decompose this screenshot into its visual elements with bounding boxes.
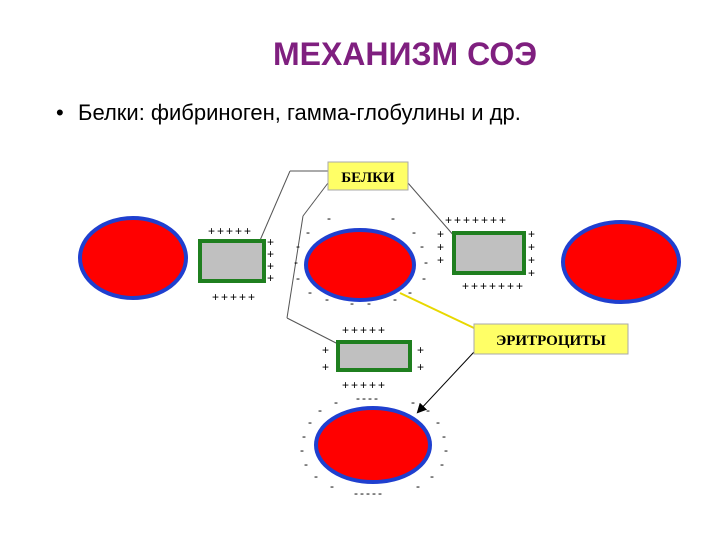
protein-2-right-plus: + xyxy=(528,240,535,254)
protein-2-left-plus: + xyxy=(437,227,444,241)
protein-1-top-plus: +++++ xyxy=(208,224,253,238)
minus-sign: - xyxy=(430,469,434,483)
minus-sign: - xyxy=(327,211,331,225)
protein-3-charges: +++++ +++++ + + + + xyxy=(322,323,424,392)
proteins-label: БЕЛКИ xyxy=(341,170,395,186)
minus-sign: - xyxy=(304,457,308,471)
minus-sign: - xyxy=(296,239,300,253)
minus-sign: - xyxy=(308,415,312,429)
protein-1-side-plus: + xyxy=(267,259,274,273)
erythrocytes-label: ЭРИТРОЦИТЫ xyxy=(496,333,606,349)
minus-sign: - xyxy=(420,239,424,253)
minus-sign: - xyxy=(412,225,416,239)
protein-3-right-plus: + xyxy=(417,360,424,374)
erythrocyte-2-charges: - - - - - - - - - - - - - - - - xyxy=(294,211,428,310)
minus-sign: - xyxy=(440,457,444,471)
minus-sign: - xyxy=(306,225,310,239)
erythrocyte-4 xyxy=(314,406,432,484)
protein-1-bottom-plus: +++++ xyxy=(212,290,257,304)
protein-1-charges: +++++ +++++ + + + + xyxy=(208,224,274,304)
protein-2 xyxy=(452,231,526,275)
erythrocyte-2 xyxy=(304,228,416,302)
minus-sign: - xyxy=(393,292,397,306)
minus-sign: - xyxy=(296,271,300,285)
protein-2-top-plus: +++++++ xyxy=(445,213,508,227)
minus-sign: - xyxy=(314,469,318,483)
minus-sign: - xyxy=(302,429,306,443)
protein-2-right-plus: + xyxy=(528,227,535,241)
erythrocytes-label-box xyxy=(473,323,629,355)
minus-sign: - xyxy=(424,255,428,269)
protein-1 xyxy=(198,239,266,283)
protein-2-left-plus: + xyxy=(437,240,444,254)
minus-sign: - xyxy=(300,443,304,457)
minus-sign: - xyxy=(325,292,329,306)
bullet-marker: • xyxy=(56,100,64,125)
proteins-callout: БЕЛКИ xyxy=(257,161,456,346)
proteins-label-box xyxy=(327,161,409,191)
protein-1-side-plus: + xyxy=(267,247,274,261)
minus-sign: - xyxy=(408,285,412,299)
protein-3 xyxy=(336,340,412,372)
minus-sign: - xyxy=(318,403,322,417)
protein-2-bottom-plus: +++++++ xyxy=(462,279,525,293)
minus-sign: - xyxy=(294,255,298,269)
protein-2-left-plus: + xyxy=(437,253,444,267)
protein-3-top-plus: +++++ xyxy=(342,323,387,337)
protein-2-right-plus: + xyxy=(528,266,535,280)
protein-3-left-plus: + xyxy=(322,343,329,357)
erythrocyte-4-top-minus: ---- xyxy=(356,391,380,405)
bullet-text: • Белки: фибриноген, гамма-глобулины и др… xyxy=(56,100,521,126)
protein-3-right-plus: + xyxy=(417,343,424,357)
minus-sign: - xyxy=(422,271,426,285)
protein-3-left-plus: + xyxy=(322,360,329,374)
minus-sign: - xyxy=(442,429,446,443)
minus-sign: - xyxy=(436,415,440,429)
minus-sign: - xyxy=(367,296,371,310)
protein-1-side-plus: + xyxy=(267,235,274,249)
erythrocyte-3 xyxy=(561,220,681,304)
protein-3-bottom-plus: +++++ xyxy=(342,378,387,392)
minus-sign: - xyxy=(444,443,448,457)
protein-2-charges: +++++++ +++++++ + + + + + + + xyxy=(437,213,535,293)
erythrocyte-4-bottom-minus: ----- xyxy=(354,486,384,500)
erythrocytes-callout: ЭРИТРОЦИТЫ xyxy=(399,292,629,414)
minus-sign: - xyxy=(411,395,415,409)
minus-sign: - xyxy=(308,285,312,299)
page-title: МЕХАНИЗМ СОЭ xyxy=(272,36,538,72)
minus-sign: - xyxy=(330,479,334,493)
erythrocyte-1 xyxy=(78,216,188,300)
erythrocyte-4-charges: ---- ----- - - - - - - - - - - - - - - -… xyxy=(300,391,448,500)
protein-2-right-plus: + xyxy=(528,253,535,267)
minus-sign: - xyxy=(416,479,420,493)
minus-sign: - xyxy=(426,403,430,417)
protein-1-side-plus: + xyxy=(267,271,274,285)
minus-sign: - xyxy=(334,395,338,409)
minus-sign: - xyxy=(391,211,395,225)
minus-sign: - xyxy=(350,296,354,310)
bullet-label: Белки: фибриноген, гамма-глобулины и др. xyxy=(78,100,521,125)
